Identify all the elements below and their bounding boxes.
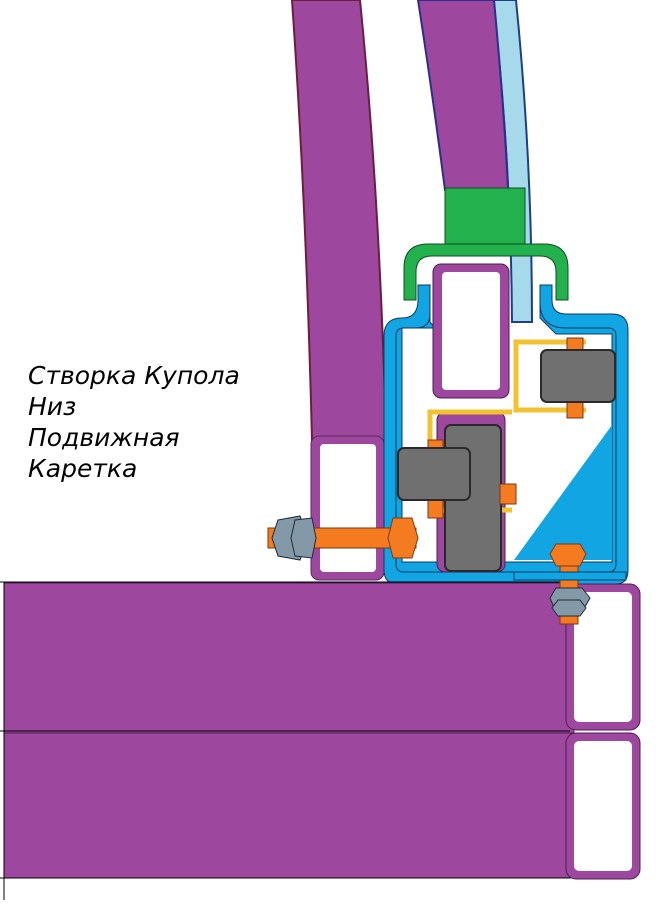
base-right-profiles <box>565 583 641 880</box>
hex-bolt-icon <box>267 515 419 561</box>
green-seal-cap <box>403 187 569 301</box>
base-frame <box>0 581 575 900</box>
leaf-bottom-profile <box>310 435 385 581</box>
lower-roller-bracket <box>397 409 517 572</box>
hex-bolt-icon <box>513 543 627 625</box>
dome-leaf-rib <box>290 0 388 441</box>
label-line-2: Низ <box>28 392 76 421</box>
diagram-label: Створка Купола Низ Подвижная Каретка <box>28 361 240 483</box>
roller-icon <box>397 447 471 501</box>
inner-leaf-profile <box>432 263 510 399</box>
label-line-4: Каретка <box>28 454 137 483</box>
roller-icon <box>540 349 616 403</box>
label-line-1: Створка Купола <box>28 361 240 390</box>
label-line-3: Подвижная <box>28 423 180 452</box>
upper-roller-bracket <box>513 337 616 419</box>
